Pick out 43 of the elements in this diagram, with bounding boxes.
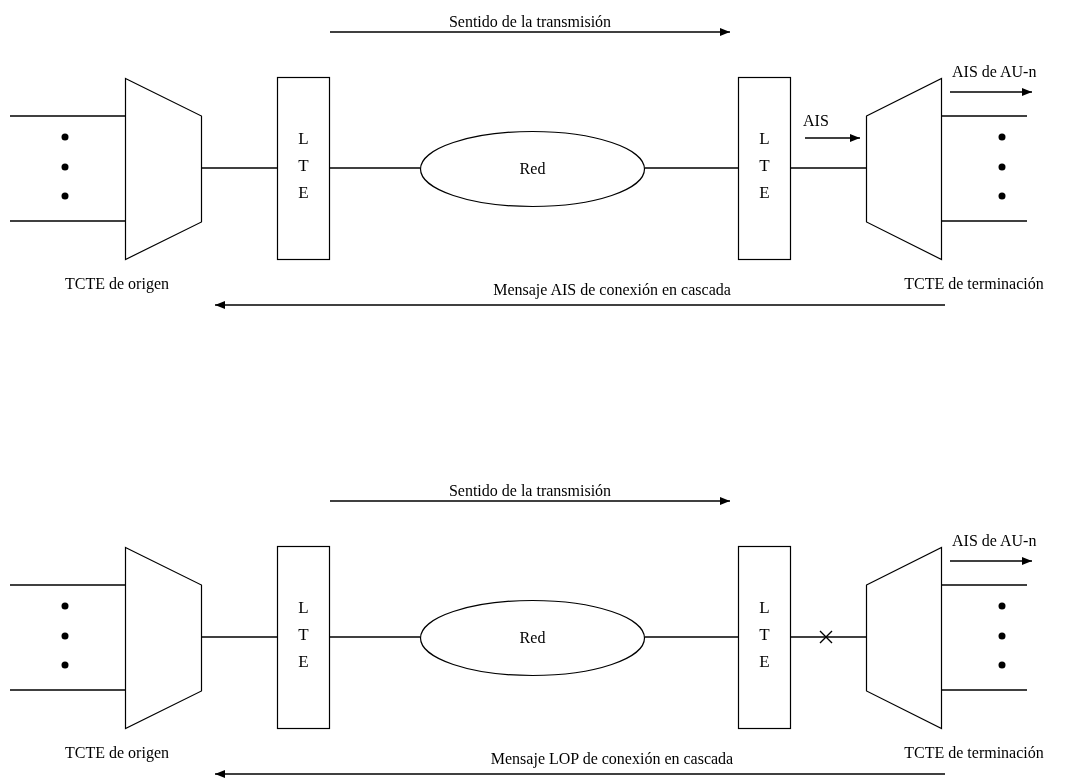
connector-line [9, 115, 126, 117]
box-label: L T E [297, 597, 310, 674]
connector-line [644, 636, 739, 638]
connector-line [9, 220, 126, 222]
direction-label: Sentido de la transmisión [448, 483, 612, 499]
multiplexer-trapezoid [125, 78, 202, 260]
signal-label: AIS [803, 113, 829, 129]
node-label: Red [518, 159, 547, 179]
message-label: Mensaje AIS de conexión en cascada [493, 282, 731, 298]
equipment-caption: TCTE de terminación [904, 745, 1044, 761]
connector-line [941, 584, 1028, 586]
equipment-box [738, 546, 791, 729]
equipment-caption: TCTE de terminación [904, 276, 1044, 292]
equipment-box [738, 77, 791, 260]
message-label: Mensaje LOP de conexión en cascada [490, 751, 734, 767]
connector-line [329, 167, 421, 169]
node-label: Red [518, 628, 547, 648]
connector-line [941, 220, 1028, 222]
direction-label: Sentido de la transmisión [448, 14, 612, 30]
connector-line [790, 167, 867, 169]
demultiplexer-trapezoid [866, 78, 942, 260]
connector-line [201, 167, 278, 169]
equipment-caption: TCTE de origen [65, 276, 169, 292]
equipment-caption: TCTE de origen [65, 745, 169, 761]
connector-line [201, 636, 278, 638]
equipment-box [277, 546, 330, 729]
network-ellipse [420, 600, 645, 676]
box-label: L T E [297, 128, 310, 205]
connector-line [9, 689, 126, 691]
connector-line [644, 167, 739, 169]
connector-line [9, 584, 126, 586]
signal-label: AIS de AU-n [952, 533, 1037, 549]
connector-line [329, 636, 421, 638]
connector-line [941, 689, 1028, 691]
connector-line [790, 636, 867, 638]
box-label: L T E [758, 597, 771, 674]
equipment-box [277, 77, 330, 260]
demultiplexer-trapezoid [866, 547, 942, 729]
network-ellipse [420, 131, 645, 207]
signal-label: AIS de AU-n [952, 64, 1037, 80]
multiplexer-trapezoid [125, 547, 202, 729]
box-label: L T E [758, 128, 771, 205]
connector-line [941, 115, 1028, 117]
